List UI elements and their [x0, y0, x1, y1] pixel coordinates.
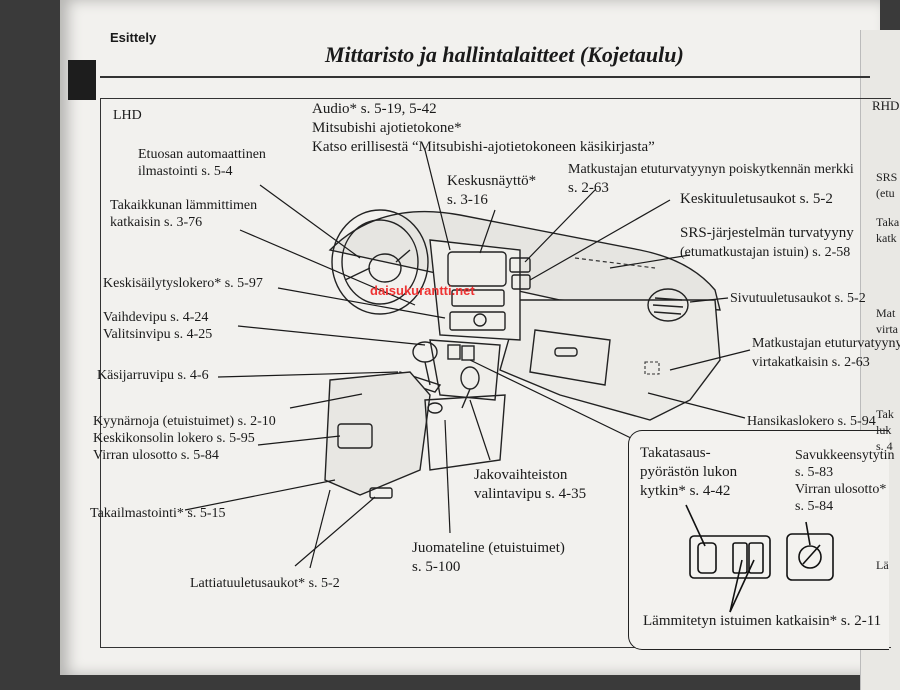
title-rule	[100, 76, 870, 78]
watermark: daisukurantti.net	[370, 283, 475, 298]
label-airbag-off-indicator: Matkustajan etuturvatyynyn poiskytkennän…	[568, 162, 854, 196]
fragment: Mat	[876, 306, 896, 320]
switch-housing	[689, 535, 771, 579]
label-shift-lever: Vaihdevipu s. 4-24 Valitsinvipu s. 4-25	[103, 310, 213, 342]
label-rear-ac: Takailmastointi* s. 5-15	[90, 506, 226, 521]
rhd-label: RHD	[872, 98, 900, 113]
lhd-label: LHD	[113, 108, 142, 123]
section-tab	[68, 60, 96, 100]
label-cup-holder: Juomateline (etuistuimet) s. 5-100	[412, 540, 565, 575]
diagram-frame	[100, 98, 891, 648]
label-diff-lock-switch: Takatasaus- pyörästön lukon kytkin* s. 4…	[640, 445, 738, 499]
fragment: luk	[876, 423, 892, 437]
section-label: Esittely	[110, 30, 157, 45]
label-armrest: Kyynärnoja (etuistuimet) s. 2-10 Keskiko…	[93, 414, 276, 463]
fragment: SRS	[876, 170, 898, 184]
label-side-vents: Sivutuuletusaukot s. 5-2	[730, 291, 866, 306]
label-front-ac: Etuosan automaattinen ilmastointi s. 5-4	[138, 147, 266, 179]
label-rear-defogger: Takaikkunan lämmittimen katkaisin s. 3-7…	[110, 198, 258, 230]
label-glovebox: Hansikaslokero s. 5-94	[747, 414, 876, 429]
switch-inset-panel	[628, 430, 889, 650]
fragment: virta	[876, 322, 898, 336]
label-transfer-lever: Jakovaihteiston valintavipu s. 4-35	[474, 467, 587, 502]
label-center-vents: Keskituuletusaukot s. 5-2	[680, 191, 833, 207]
label-passenger-airbag-switch: Matkustajan etuturvatyynyn virtakatkaisi…	[752, 336, 900, 370]
inset-switches	[685, 504, 834, 613]
fragment: Tak	[876, 407, 894, 421]
label-center-storage: Keskisäilytyslokero* s. 5-97	[103, 276, 263, 291]
fragment: s. 4	[876, 439, 893, 453]
page-title: Mittaristo ja hallintalaitteet (Kojetaul…	[325, 42, 684, 67]
fragment: katk	[876, 231, 897, 245]
label-floor-vents: Lattiatuuletusaukot* s. 5-2	[190, 576, 340, 591]
label-cigarette-lighter: Savukkeensytytin s. 5-83 Virran ulosotto…	[795, 448, 895, 514]
fragment: Taka	[876, 215, 900, 229]
label-audio: Audio* s. 5-19, 5-42 Mitsubishi ajotieto…	[312, 101, 655, 155]
label-srs-airbag: SRS-järjestelmän turvatyyny (etumatkusta…	[680, 225, 854, 260]
label-handbrake: Käsijarruvipu s. 4-6	[97, 368, 209, 383]
label-seat-heater-switch: Lämmitetyn istuimen katkaisin* s. 2-11	[643, 613, 882, 629]
dashboard-illustration	[184, 149, 751, 569]
fragment: (etu	[876, 186, 895, 200]
label-center-display: Keskusnäyttö* s. 3-16	[447, 173, 537, 208]
fragment: Lä	[876, 558, 889, 572]
